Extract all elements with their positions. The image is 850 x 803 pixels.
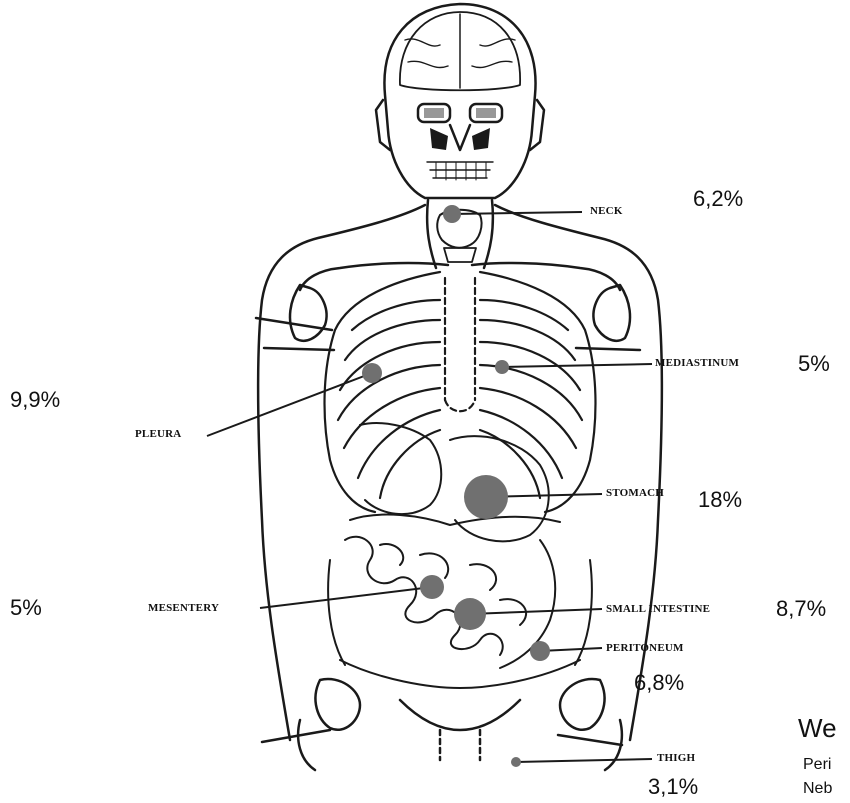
- marker-mesentery: [420, 575, 444, 599]
- pelvis: [262, 679, 622, 770]
- percent-mediastinum: 5%: [798, 351, 830, 377]
- marker-mediastinum: [495, 360, 509, 374]
- markers: [362, 205, 550, 767]
- leader-line-mesentery: [260, 587, 432, 608]
- leader-line-small-intestine: [470, 609, 602, 614]
- marker-stomach: [464, 475, 508, 519]
- percent-mesentery: 5%: [10, 595, 42, 621]
- label-thigh: THIGH: [657, 752, 695, 764]
- corner-line-2: Neb: [803, 780, 832, 798]
- corner-line-1: Peri: [803, 756, 831, 774]
- marker-thigh: [511, 757, 521, 767]
- leader-line-thigh: [516, 759, 652, 762]
- label-peritoneum: PERITONEUM: [606, 642, 684, 654]
- percent-pleura: 9,9%: [10, 387, 60, 413]
- percent-small-intestine: 8,7%: [776, 596, 826, 622]
- percent-stomach: 18%: [698, 487, 742, 513]
- body-outline: [258, 205, 662, 740]
- label-neck: NECK: [590, 205, 623, 217]
- marker-pleura: [362, 363, 382, 383]
- marker-neck: [443, 205, 461, 223]
- percent-peritoneum: 6,8%: [634, 670, 684, 696]
- marker-small-intestine: [454, 598, 486, 630]
- label-pleura: PLEURA: [135, 428, 181, 440]
- percent-neck: 6,2%: [693, 186, 743, 212]
- leader-line-neck: [452, 212, 582, 214]
- marker-peritoneum: [530, 641, 550, 661]
- label-mediastinum: MEDIASTINUM: [655, 357, 739, 369]
- label-small-intestine: SMALL INTESTINE: [606, 603, 710, 615]
- leader-line-mediastinum: [502, 364, 652, 367]
- skull-drawing: [376, 4, 544, 198]
- rib-cage: [325, 272, 596, 512]
- label-mesentery: MESENTERY: [148, 602, 219, 614]
- label-stomach: STOMACH: [606, 487, 664, 499]
- corner-title: We: [798, 713, 837, 744]
- shoulders: [256, 263, 640, 350]
- abdominal-organs: [328, 423, 592, 688]
- percent-thigh: 3,1%: [648, 774, 698, 800]
